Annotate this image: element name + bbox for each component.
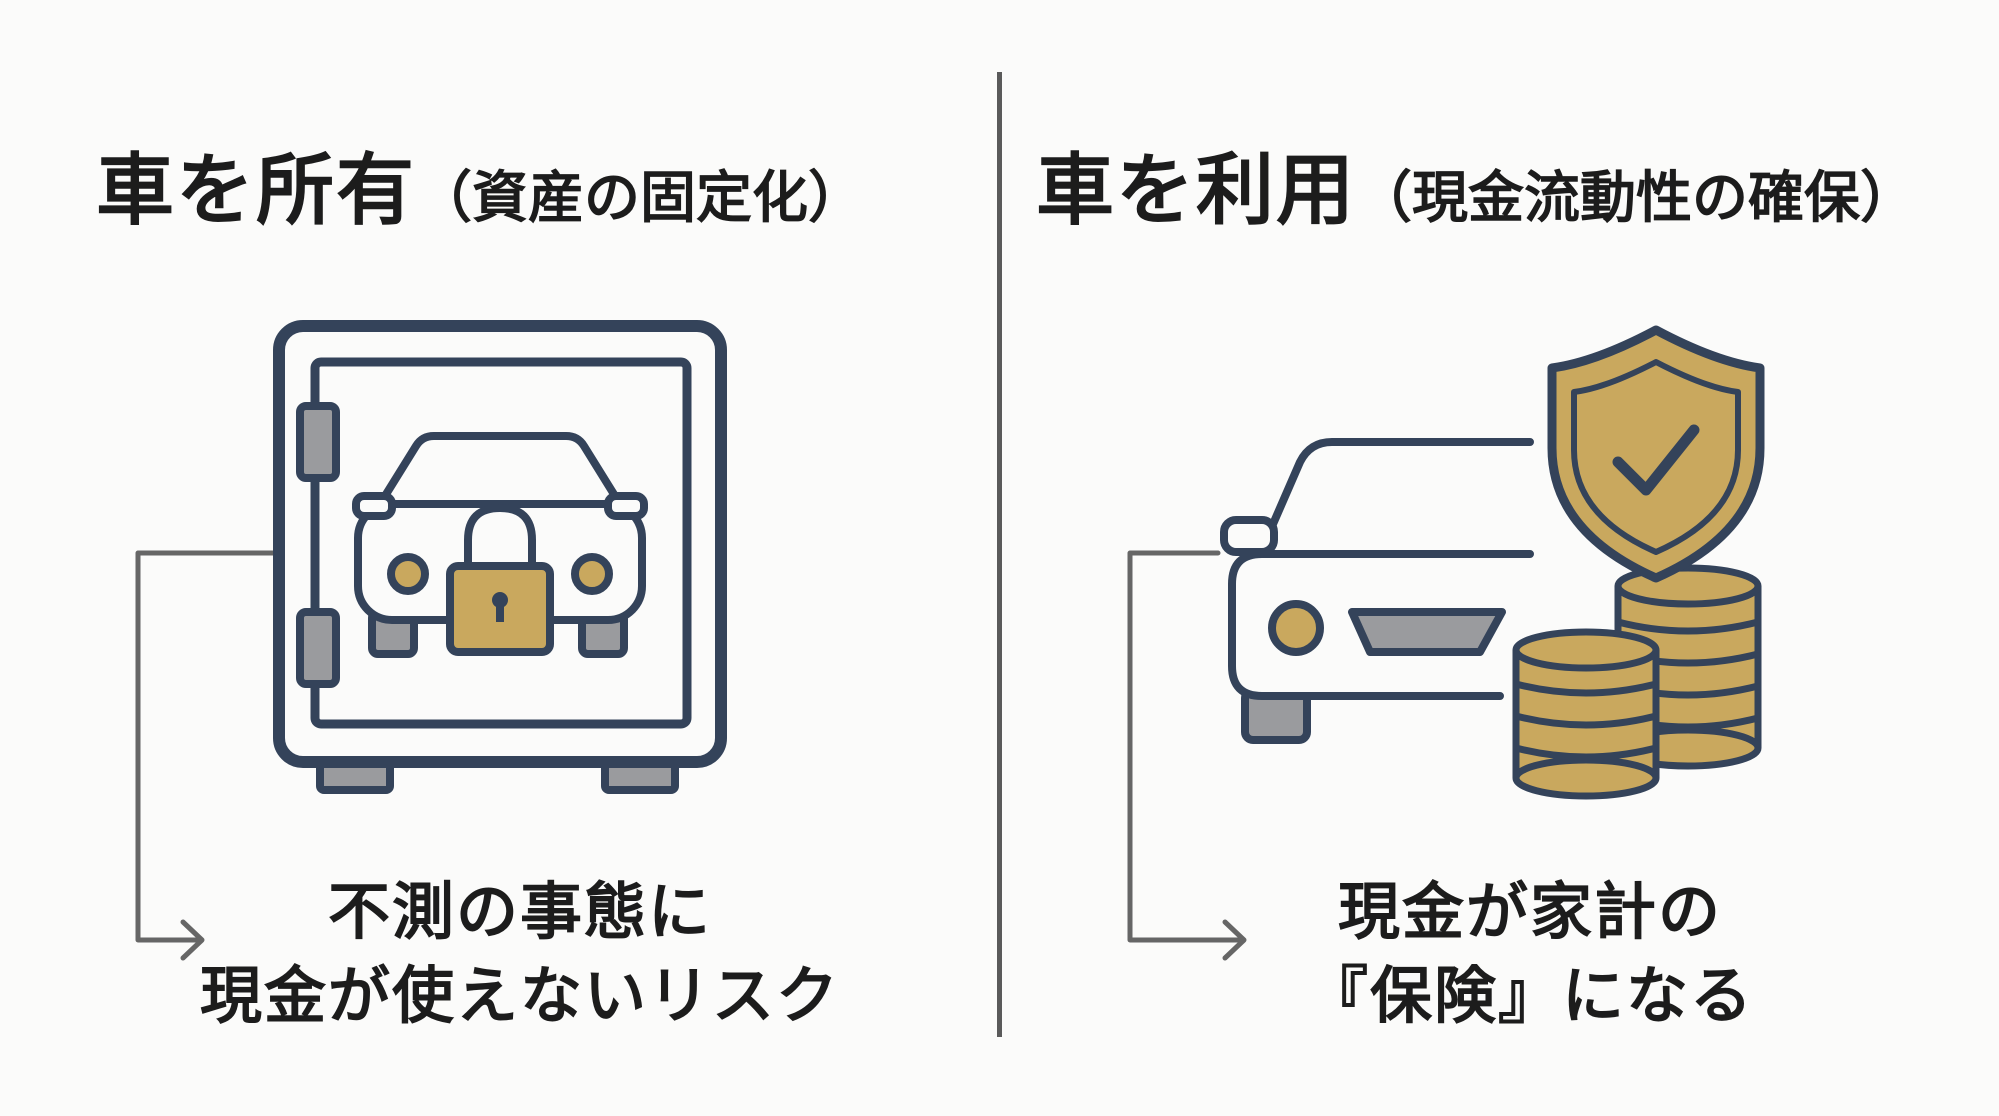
left-caption-line2: 現金が使えないリスク: [199, 959, 840, 1032]
car-icon-right: [1220, 438, 1534, 744]
right-caption-line2: 『保険』になる: [1305, 959, 1754, 1032]
left-caption: 不測の事態に 現金が使えないリスク: [190, 870, 850, 1038]
left-caption-line1: 不測の事態に: [327, 875, 712, 948]
padlock-icon: [446, 504, 554, 656]
left-title: 車を所有（資産の固定化）: [96, 128, 864, 240]
right-title-paren: （現金流動性の確保）: [1356, 166, 1917, 231]
shield-check-icon: [1547, 325, 1765, 583]
left-connector-arrow: [135, 550, 281, 961]
right-caption-line1: 現金が家計の: [1337, 875, 1722, 948]
right-connector-arrow: [1127, 550, 1247, 961]
right-title: 車を利用（現金流動性の確保）: [1036, 128, 1916, 240]
left-title-main: 車を所有: [96, 146, 417, 236]
center-divider: [997, 72, 1002, 1037]
left-title-paren: （資産の固定化）: [416, 166, 865, 231]
right-caption: 現金が家計の 『保険』になる: [1250, 870, 1810, 1038]
right-title-main: 車を利用: [1036, 146, 1357, 236]
coin-stack-icon: [1512, 564, 1762, 800]
